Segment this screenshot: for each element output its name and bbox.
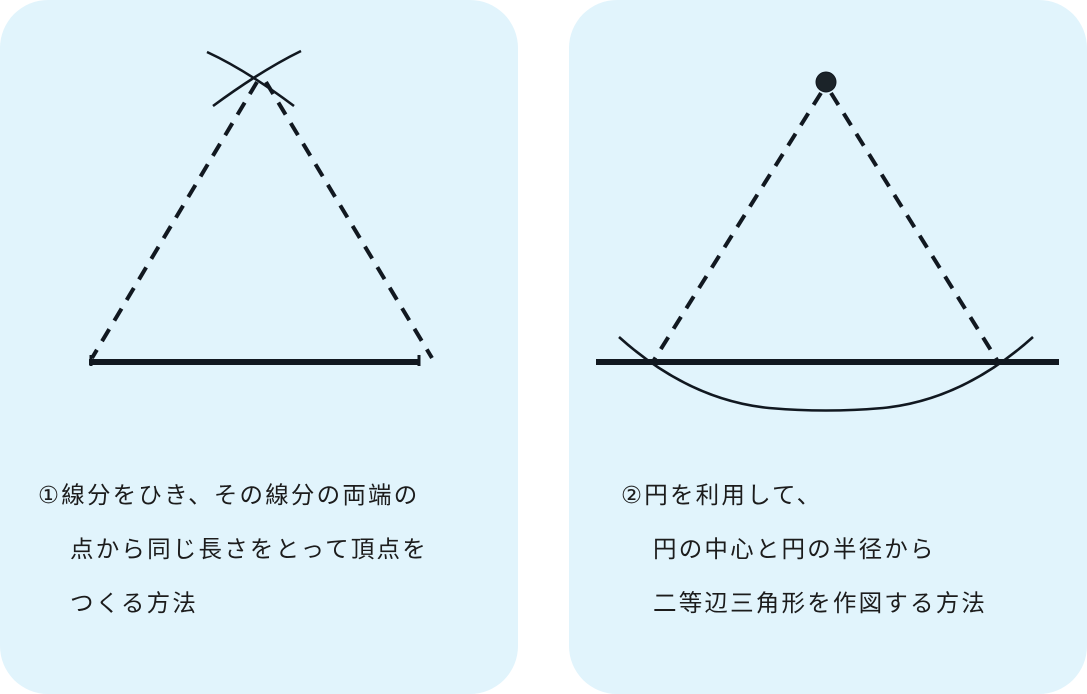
right-dashed-side — [264, 80, 434, 360]
method-1-caption: ①線分をひき、その線分の両端の 点から同じ長さをとって頂点を つくる方法 — [38, 468, 428, 630]
circle-radius-triangle-figure — [596, 71, 1059, 412]
circle-center-dot — [815, 71, 837, 93]
method-2-panel: ②円を利用して、 円の中心と円の半径から 二等辺三角形を作図する方法 — [569, 0, 1087, 694]
left-dashed-radius — [652, 91, 823, 362]
caption-line-3: 二等辺三角形を作図する方法 — [653, 589, 988, 617]
right-dashed-radius — [829, 91, 999, 362]
method-2-caption: ②円を利用して、 円の中心と円の半径から 二等辺三角形を作図する方法 — [621, 468, 987, 630]
method-1-panel: ①線分をひき、その線分の両端の 点から同じ長さをとって頂点を つくる方法 — [0, 0, 518, 694]
left-dashed-side — [90, 80, 259, 360]
caption-line-2: 円の中心と円の半径から — [653, 535, 936, 563]
caption-line-3: つくる方法 — [70, 589, 199, 617]
arc-from-left-endpoint — [212, 49, 302, 108]
caption-line-1: ①線分をひき、その線分の両端の — [38, 481, 420, 509]
arc-intersection-triangle-figure — [89, 49, 434, 366]
caption-line-1: ②円を利用して、 — [621, 481, 823, 509]
caption-line-2: 点から同じ長さをとって頂点を — [70, 535, 428, 563]
arc-from-right-endpoint — [206, 50, 295, 108]
circle-arc — [618, 336, 1034, 412]
